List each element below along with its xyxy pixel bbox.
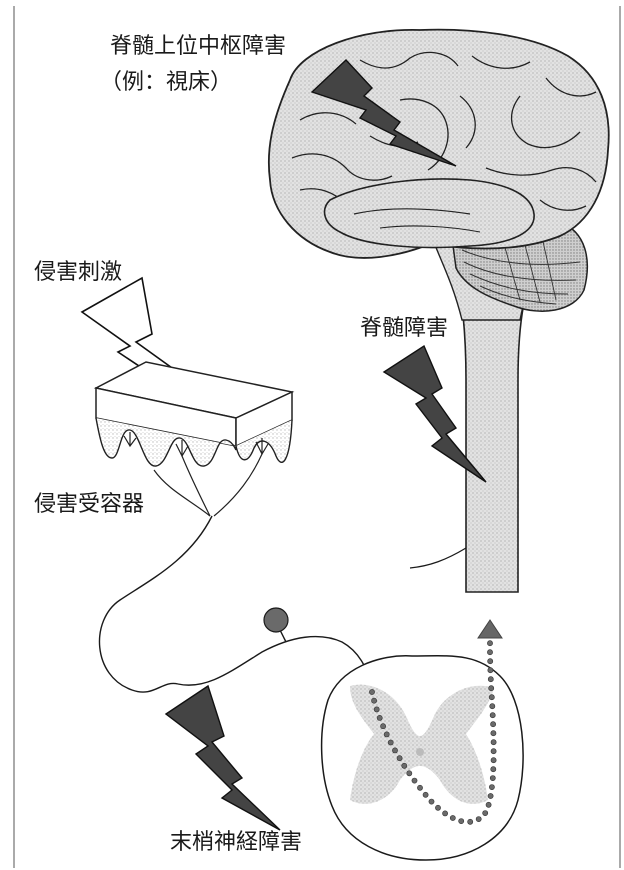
pathway-dot [369, 689, 374, 694]
pathway-dot [468, 819, 473, 824]
pathway-dot [412, 778, 417, 783]
pathway-dot [490, 704, 495, 709]
brain-title-label: 脊髄上位中枢障害 [110, 36, 286, 58]
pathway-dot [488, 659, 493, 664]
brain-example-label: （例：視床） [100, 72, 232, 94]
pathway-dot [392, 748, 397, 753]
pathway-dot [488, 677, 493, 682]
peripheral-nerve [99, 516, 212, 692]
pathway-dot [372, 698, 377, 703]
pathway-dot [490, 776, 495, 781]
pathway-dot [435, 805, 440, 810]
pathway-dot [488, 668, 493, 673]
peripheral-lesion-bolt-icon [166, 686, 280, 830]
ganglion [264, 608, 288, 632]
brain [269, 30, 609, 258]
pathway-dot [491, 749, 496, 754]
pathway-dot [476, 817, 481, 822]
pathway-dot [486, 802, 491, 807]
pathway-dot [417, 785, 422, 790]
spinal-cord-injury-label: 脊髄障害 [360, 318, 448, 340]
pathway-dot [491, 758, 496, 763]
pathway-dot [489, 686, 494, 691]
pathway-dot [459, 819, 464, 824]
pathway-dot [487, 650, 492, 655]
noxious-stimulus-label: 侵害刺激 [34, 262, 122, 284]
pathway-dot [429, 799, 434, 804]
pathway-dot [450, 815, 455, 820]
pathway-dot [384, 732, 389, 737]
pathway-dot [488, 793, 493, 798]
pathway-dot [388, 740, 393, 745]
peripheral-nerve-injury-label: 末梢神経障害 [170, 832, 302, 854]
pathway-dot [491, 722, 496, 727]
pathway-dot [490, 713, 495, 718]
spinal-root-line [410, 548, 466, 568]
pathway-dot [407, 771, 412, 776]
pathway-dot [377, 715, 382, 720]
pathway-dot [443, 811, 448, 816]
pathway-dot [381, 724, 386, 729]
pathway-dot [483, 811, 488, 816]
pathway-dot [397, 756, 402, 761]
pathway-dot [491, 767, 496, 772]
pathway-dot [402, 763, 407, 768]
ascending-arrow-icon [478, 620, 502, 638]
pathway-dot [491, 731, 496, 736]
pathway-dot [374, 707, 379, 712]
pathway-dot [423, 792, 428, 797]
pathway-dot [489, 785, 494, 790]
pathway-dot [487, 641, 492, 646]
pathway-dot [491, 740, 496, 745]
nociceptor-label: 侵害受容器 [34, 494, 144, 516]
pathway-dot [489, 695, 494, 700]
